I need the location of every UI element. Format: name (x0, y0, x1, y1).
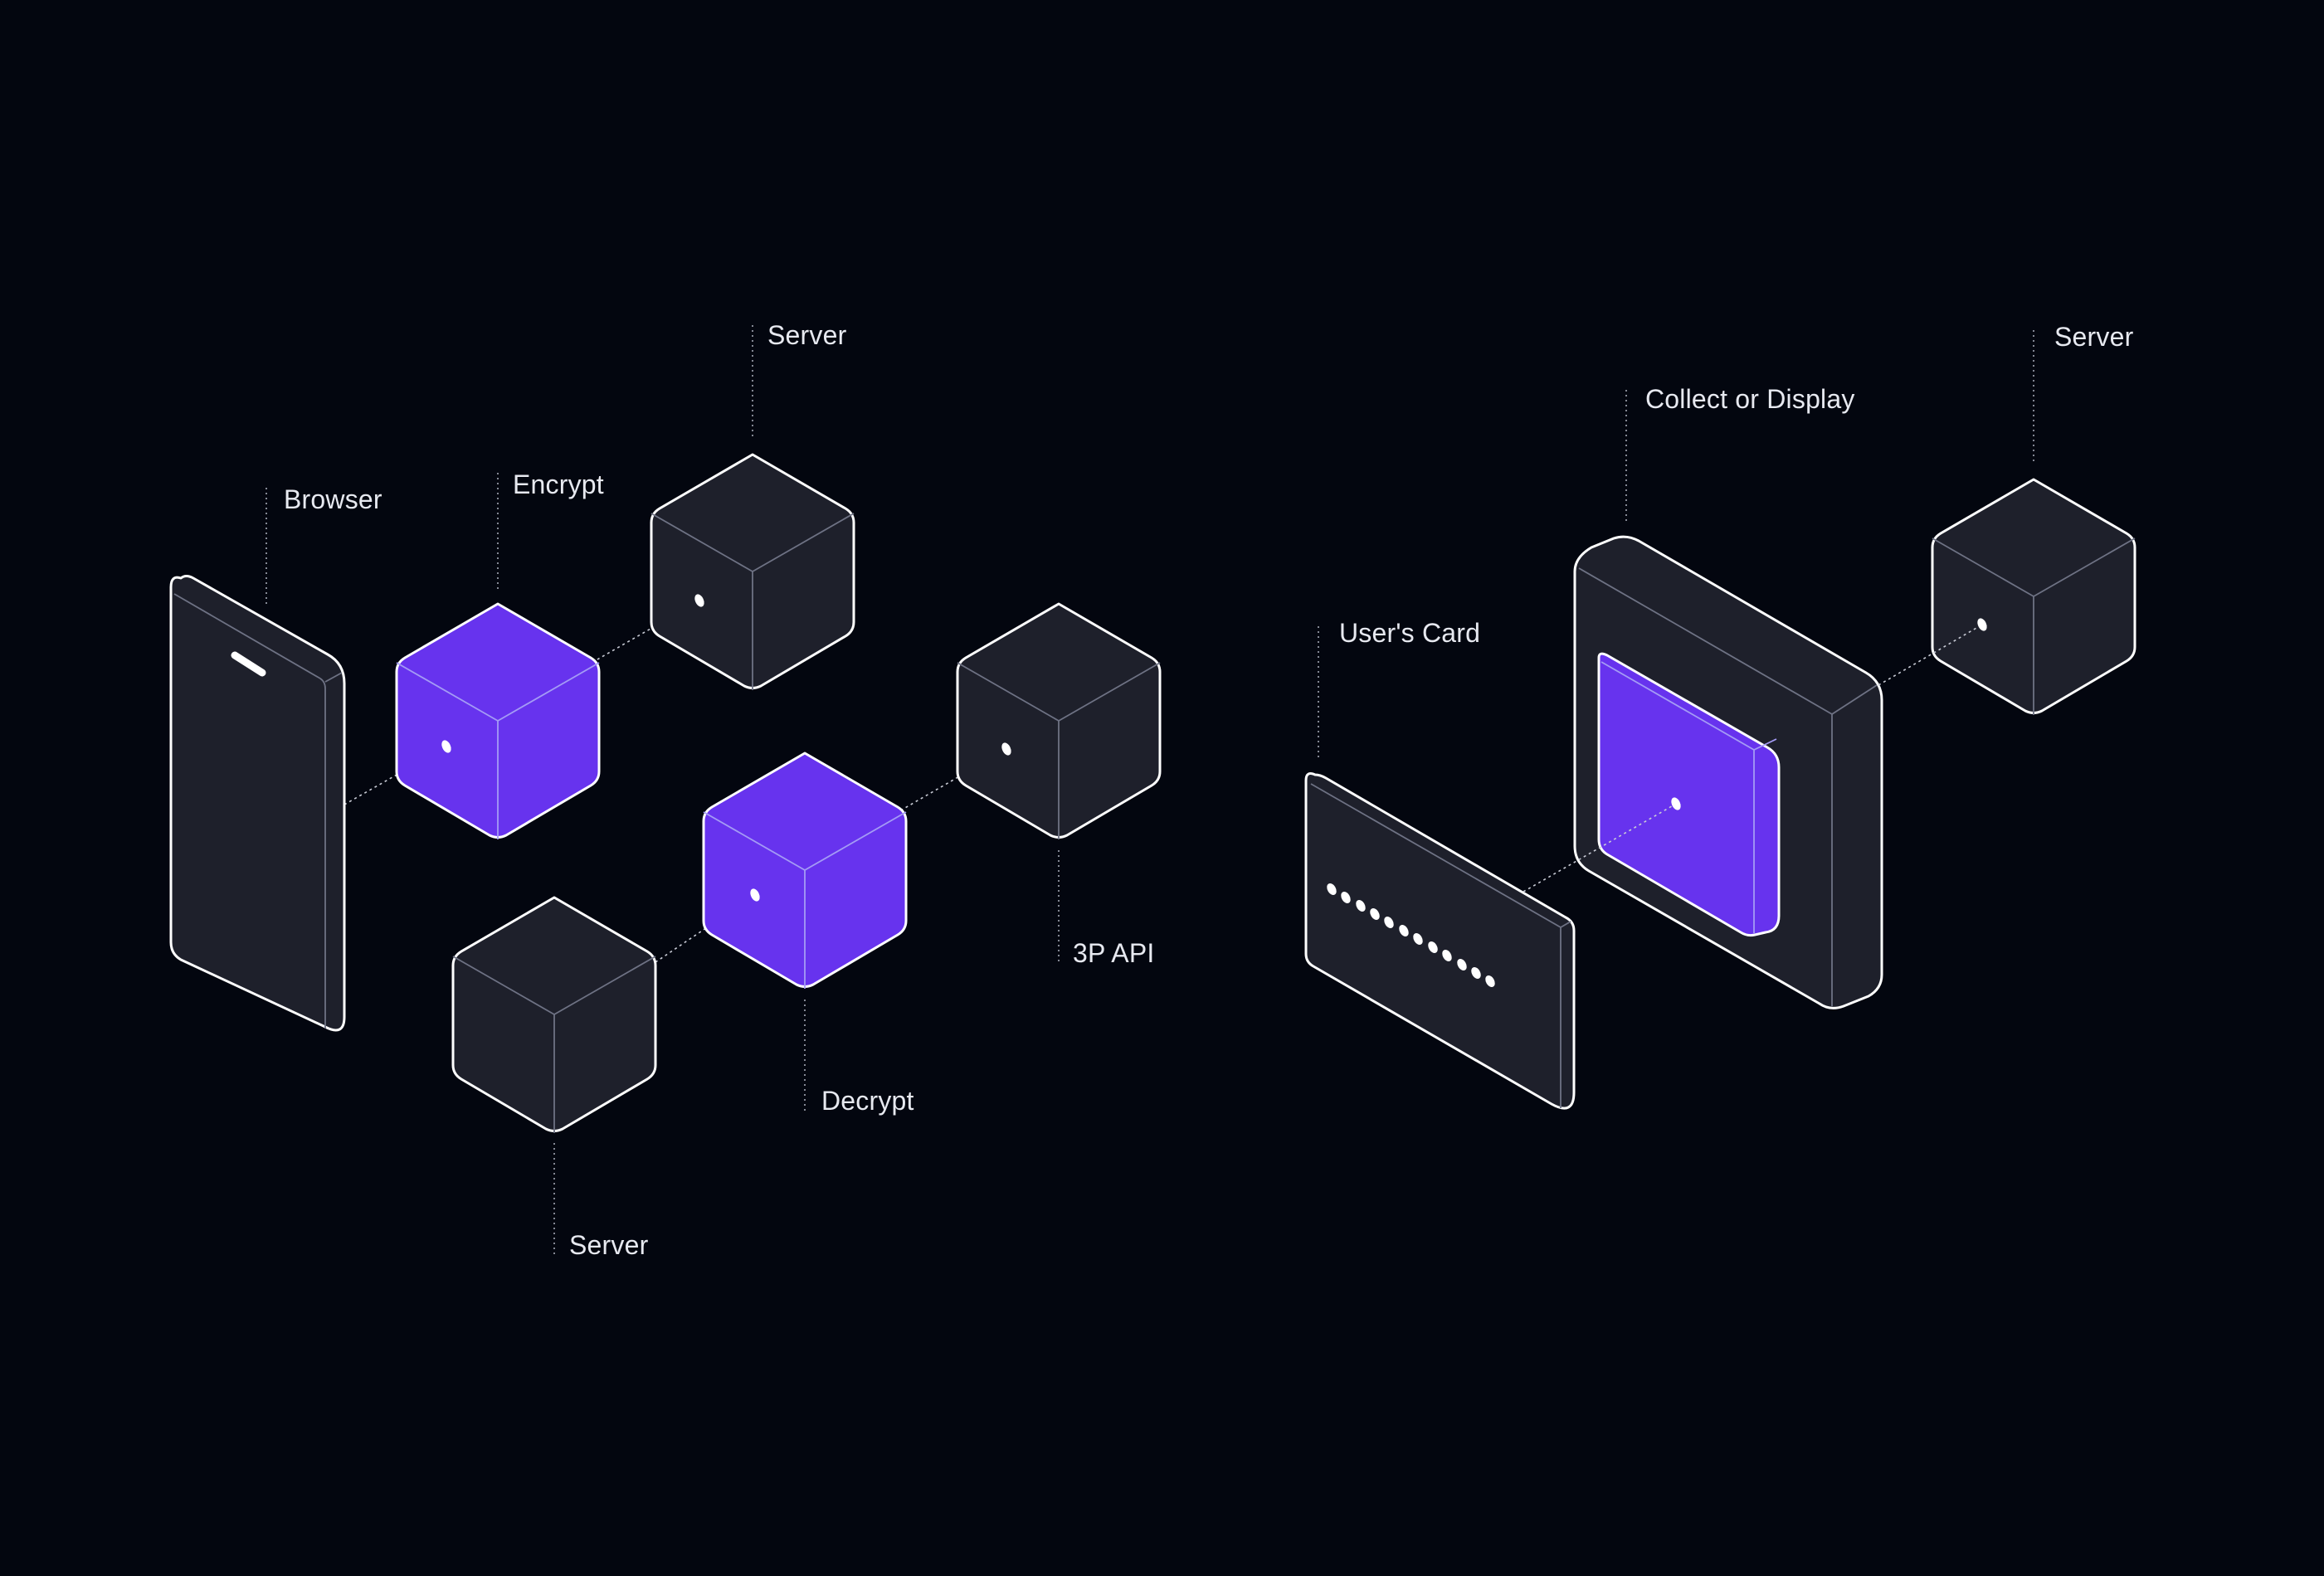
server-bottom-label: Server (569, 1230, 649, 1260)
users-card-label: User's Card (1339, 618, 1481, 648)
api-port-dot (1001, 742, 1011, 756)
decrypt-cube-icon (702, 752, 908, 989)
encrypt-label: Encrypt (513, 469, 604, 499)
link-browser-encrypt (343, 746, 447, 805)
browser-phone-icon (169, 575, 346, 1032)
server-right-cube-icon (1931, 478, 2136, 715)
server-top-cube-icon (650, 453, 855, 690)
server-right-label: Server (2054, 322, 2134, 352)
collect-display-label: Collect or Display (1645, 384, 1855, 414)
collect-port-dot (1671, 797, 1681, 810)
api-cube-icon (956, 602, 1162, 839)
link-card-collect (1523, 803, 1677, 893)
decrypt-label: Decrypt (821, 1086, 914, 1116)
encrypt-port-dot (441, 740, 451, 753)
server-top-port-dot (694, 594, 704, 607)
server-right-port-dot (1977, 618, 1987, 631)
users-card-icon (1304, 772, 1576, 1110)
card-number-dots (1327, 883, 1495, 987)
link-collect-server (1878, 624, 1983, 686)
server-top-label: Server (767, 320, 847, 350)
decrypt-port-dot (750, 888, 760, 902)
encrypt-cube-icon (395, 602, 601, 839)
collect-display-frame-icon (1573, 535, 1883, 1009)
api-label: 3P API (1073, 938, 1155, 968)
server-bottom-cube-icon (451, 896, 657, 1133)
browser-label: Browser (284, 484, 382, 514)
